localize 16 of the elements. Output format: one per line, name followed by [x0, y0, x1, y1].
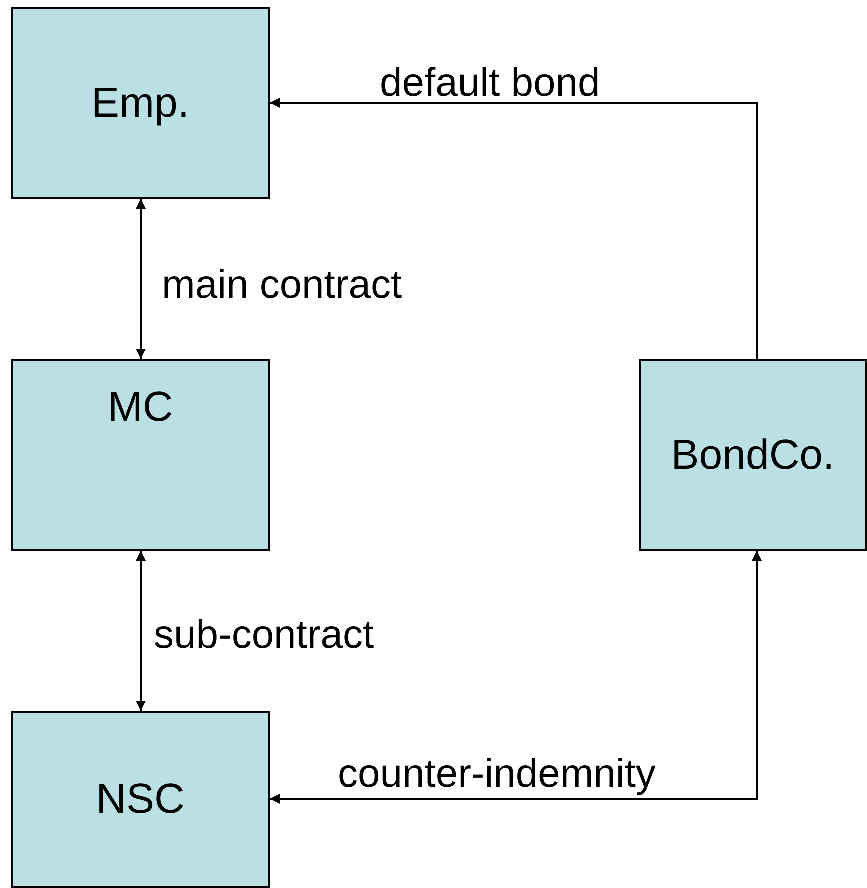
box-label: Emp.: [91, 78, 190, 128]
connector-arrow: [136, 199, 146, 359]
edge-label: sub-contract: [154, 612, 374, 659]
connector-arrow: [136, 551, 146, 711]
connector-arrow: [270, 551, 762, 804]
entity-box: [639, 359, 867, 551]
entity-box: [11, 7, 270, 199]
edge-label: default bond: [380, 60, 600, 107]
box-label: MC: [108, 382, 174, 432]
box-label: BondCo.: [671, 430, 835, 480]
connector-arrow: [270, 98, 758, 359]
edge-label: main contract: [162, 262, 402, 309]
entity-box: [11, 711, 270, 888]
box-label: NSC: [96, 774, 185, 824]
edge-label: counter-indemnity: [338, 751, 656, 798]
entity-box: [11, 359, 270, 551]
